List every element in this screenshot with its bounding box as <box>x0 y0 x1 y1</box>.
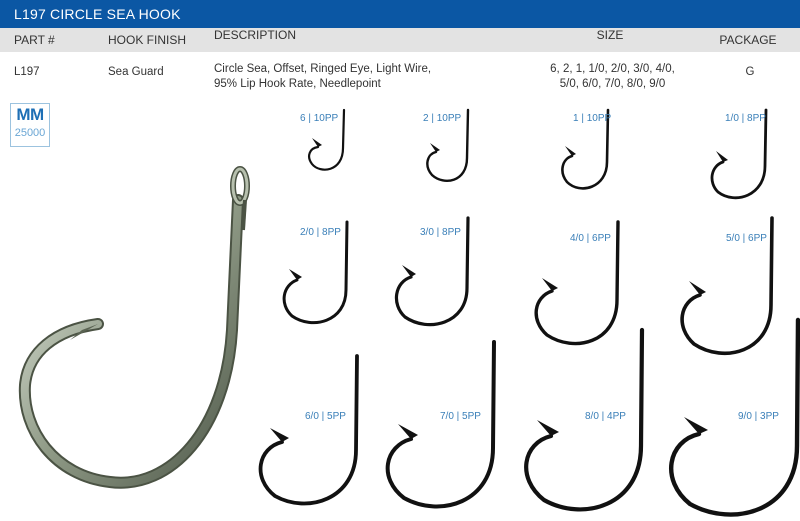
size-line-1: 6, 2, 1, 1/0, 2/0, 3/0, 4/0, <box>550 63 675 75</box>
product-title-bar: L197 CIRCLE SEA HOOK <box>0 0 800 28</box>
cell-size: 6, 2, 1, 1/0, 2/0, 3/0, 4/0, 5/0, 6/0, 7… <box>540 62 685 92</box>
description-line-2: 95% Lip Hook Rate, Needlepoint <box>214 78 381 90</box>
hook-size-label: 2/0 | 8PP <box>300 227 341 238</box>
header-package: PACKAGE <box>719 33 777 47</box>
hook-size-label: 6 | 10PP <box>300 113 339 124</box>
header-finish: HOOK FINISH <box>108 33 187 47</box>
hook-9-0 <box>669 317 800 517</box>
header-size: SIZE <box>596 28 624 42</box>
hook-4-0 <box>534 220 620 346</box>
hook-6-0 <box>258 354 359 506</box>
hook-7-0 <box>385 340 496 509</box>
cell-description: Circle Sea, Offset, Ringed Eye, Light Wi… <box>214 62 514 92</box>
cell-package: G <box>745 66 755 78</box>
cell-finish: Sea Guard <box>108 66 164 78</box>
header-part: PART # <box>14 33 55 47</box>
table-row: L197 Sea Guard Circle Sea, Offset, Ringe… <box>0 58 800 98</box>
description-line-1: Circle Sea, Offset, Ringed Eye, Light Wi… <box>214 63 432 75</box>
hook-size-label: 5/0 | 6PP <box>726 233 767 244</box>
hook-size-label: 4/0 | 6PP <box>570 233 611 244</box>
hook-size-label: 9/0 | 3PP <box>738 411 779 422</box>
large-hook-image <box>18 166 250 489</box>
mm-logo-mark: MM <box>16 105 44 124</box>
hook-size-label: 8/0 | 4PP <box>585 411 626 422</box>
hook-1 <box>561 108 610 190</box>
hook-size-label: 7/0 | 5PP <box>440 411 481 422</box>
mm-logo-code: 25000 <box>14 127 46 139</box>
table-header-row: PART # HOOK FINISH DESCRIPTION SIZE PACK… <box>0 28 800 52</box>
size-line-2: 5/0, 6/0, 7/0, 8/0, 9/0 <box>559 78 666 90</box>
hook-1-0 <box>710 108 768 200</box>
hook-size-label: 3/0 | 8PP <box>420 227 461 238</box>
cell-part: L197 <box>14 66 40 78</box>
hook-barbs <box>270 138 728 442</box>
hook-6 <box>308 108 346 171</box>
header-description: DESCRIPTION <box>214 28 297 42</box>
hook-size-label: 1 | 10PP <box>573 113 612 124</box>
hook-2-0 <box>282 220 349 325</box>
product-title: L197 CIRCLE SEA HOOK <box>14 6 181 22</box>
mm-logo-badge: MM 25000 <box>10 103 50 147</box>
hook-size-label: 1/0 | 8PP <box>725 113 766 124</box>
hook-size-label: 2 | 10PP <box>423 113 462 124</box>
hook-5-0 <box>680 216 774 356</box>
hook-size-label: 6/0 | 5PP <box>305 411 346 422</box>
hook-2 <box>426 108 470 182</box>
hook-3-0 <box>394 216 470 327</box>
hook-8-0 <box>524 327 645 512</box>
hook-size-chart <box>258 108 800 517</box>
